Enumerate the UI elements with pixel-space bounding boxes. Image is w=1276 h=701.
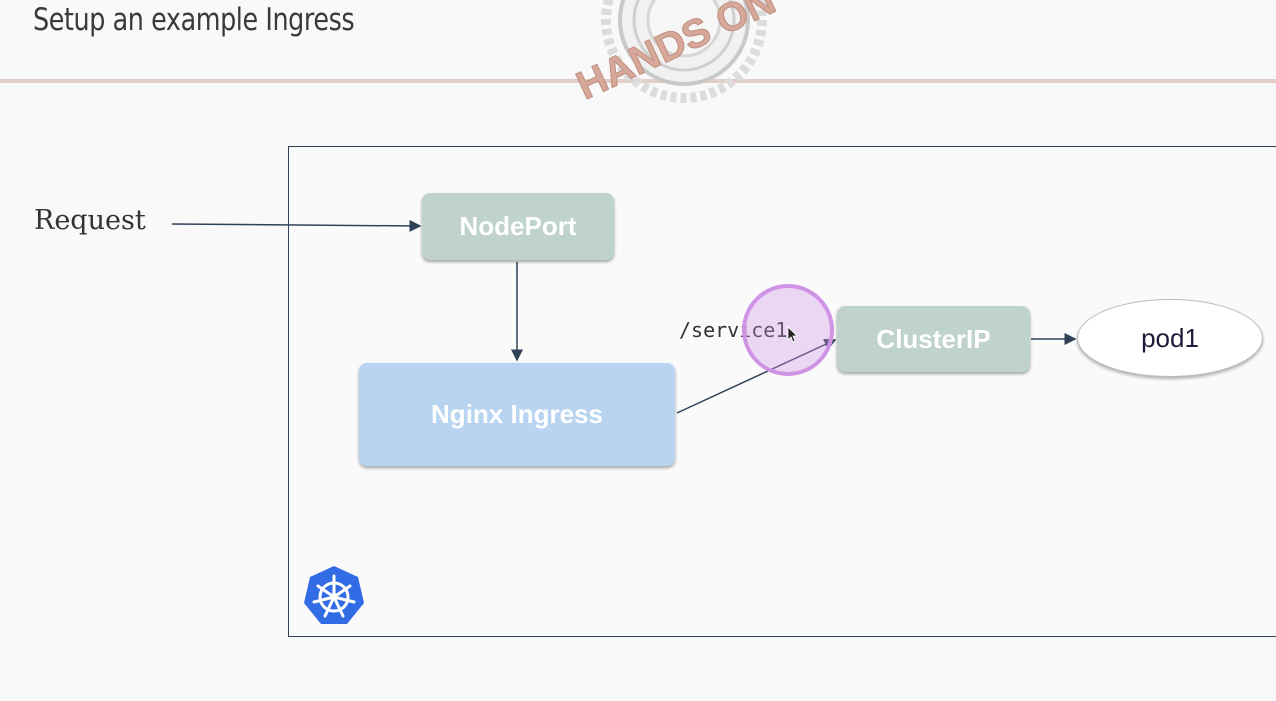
clusterip-box: ClusterIP <box>837 306 1030 372</box>
request-label: Request <box>34 205 146 236</box>
clusterip-label: ClusterIP <box>876 323 991 354</box>
pod-label: pod1 <box>1141 322 1199 353</box>
nginx-ingress-box: Nginx Ingress <box>359 363 675 466</box>
nginx-ingress-label: Nginx Ingress <box>431 399 603 429</box>
nodeport-box: NodePort <box>422 193 614 260</box>
hands-on-stamp: HANDS ON <box>570 0 783 109</box>
kubernetes-logo-icon <box>304 566 364 624</box>
nodeport-label: NodePort <box>459 211 577 241</box>
mouse-pointer-icon <box>787 326 798 343</box>
slide-title: Setup an example Ingress <box>33 2 355 38</box>
pod-ellipse: pod1 <box>1077 299 1263 377</box>
